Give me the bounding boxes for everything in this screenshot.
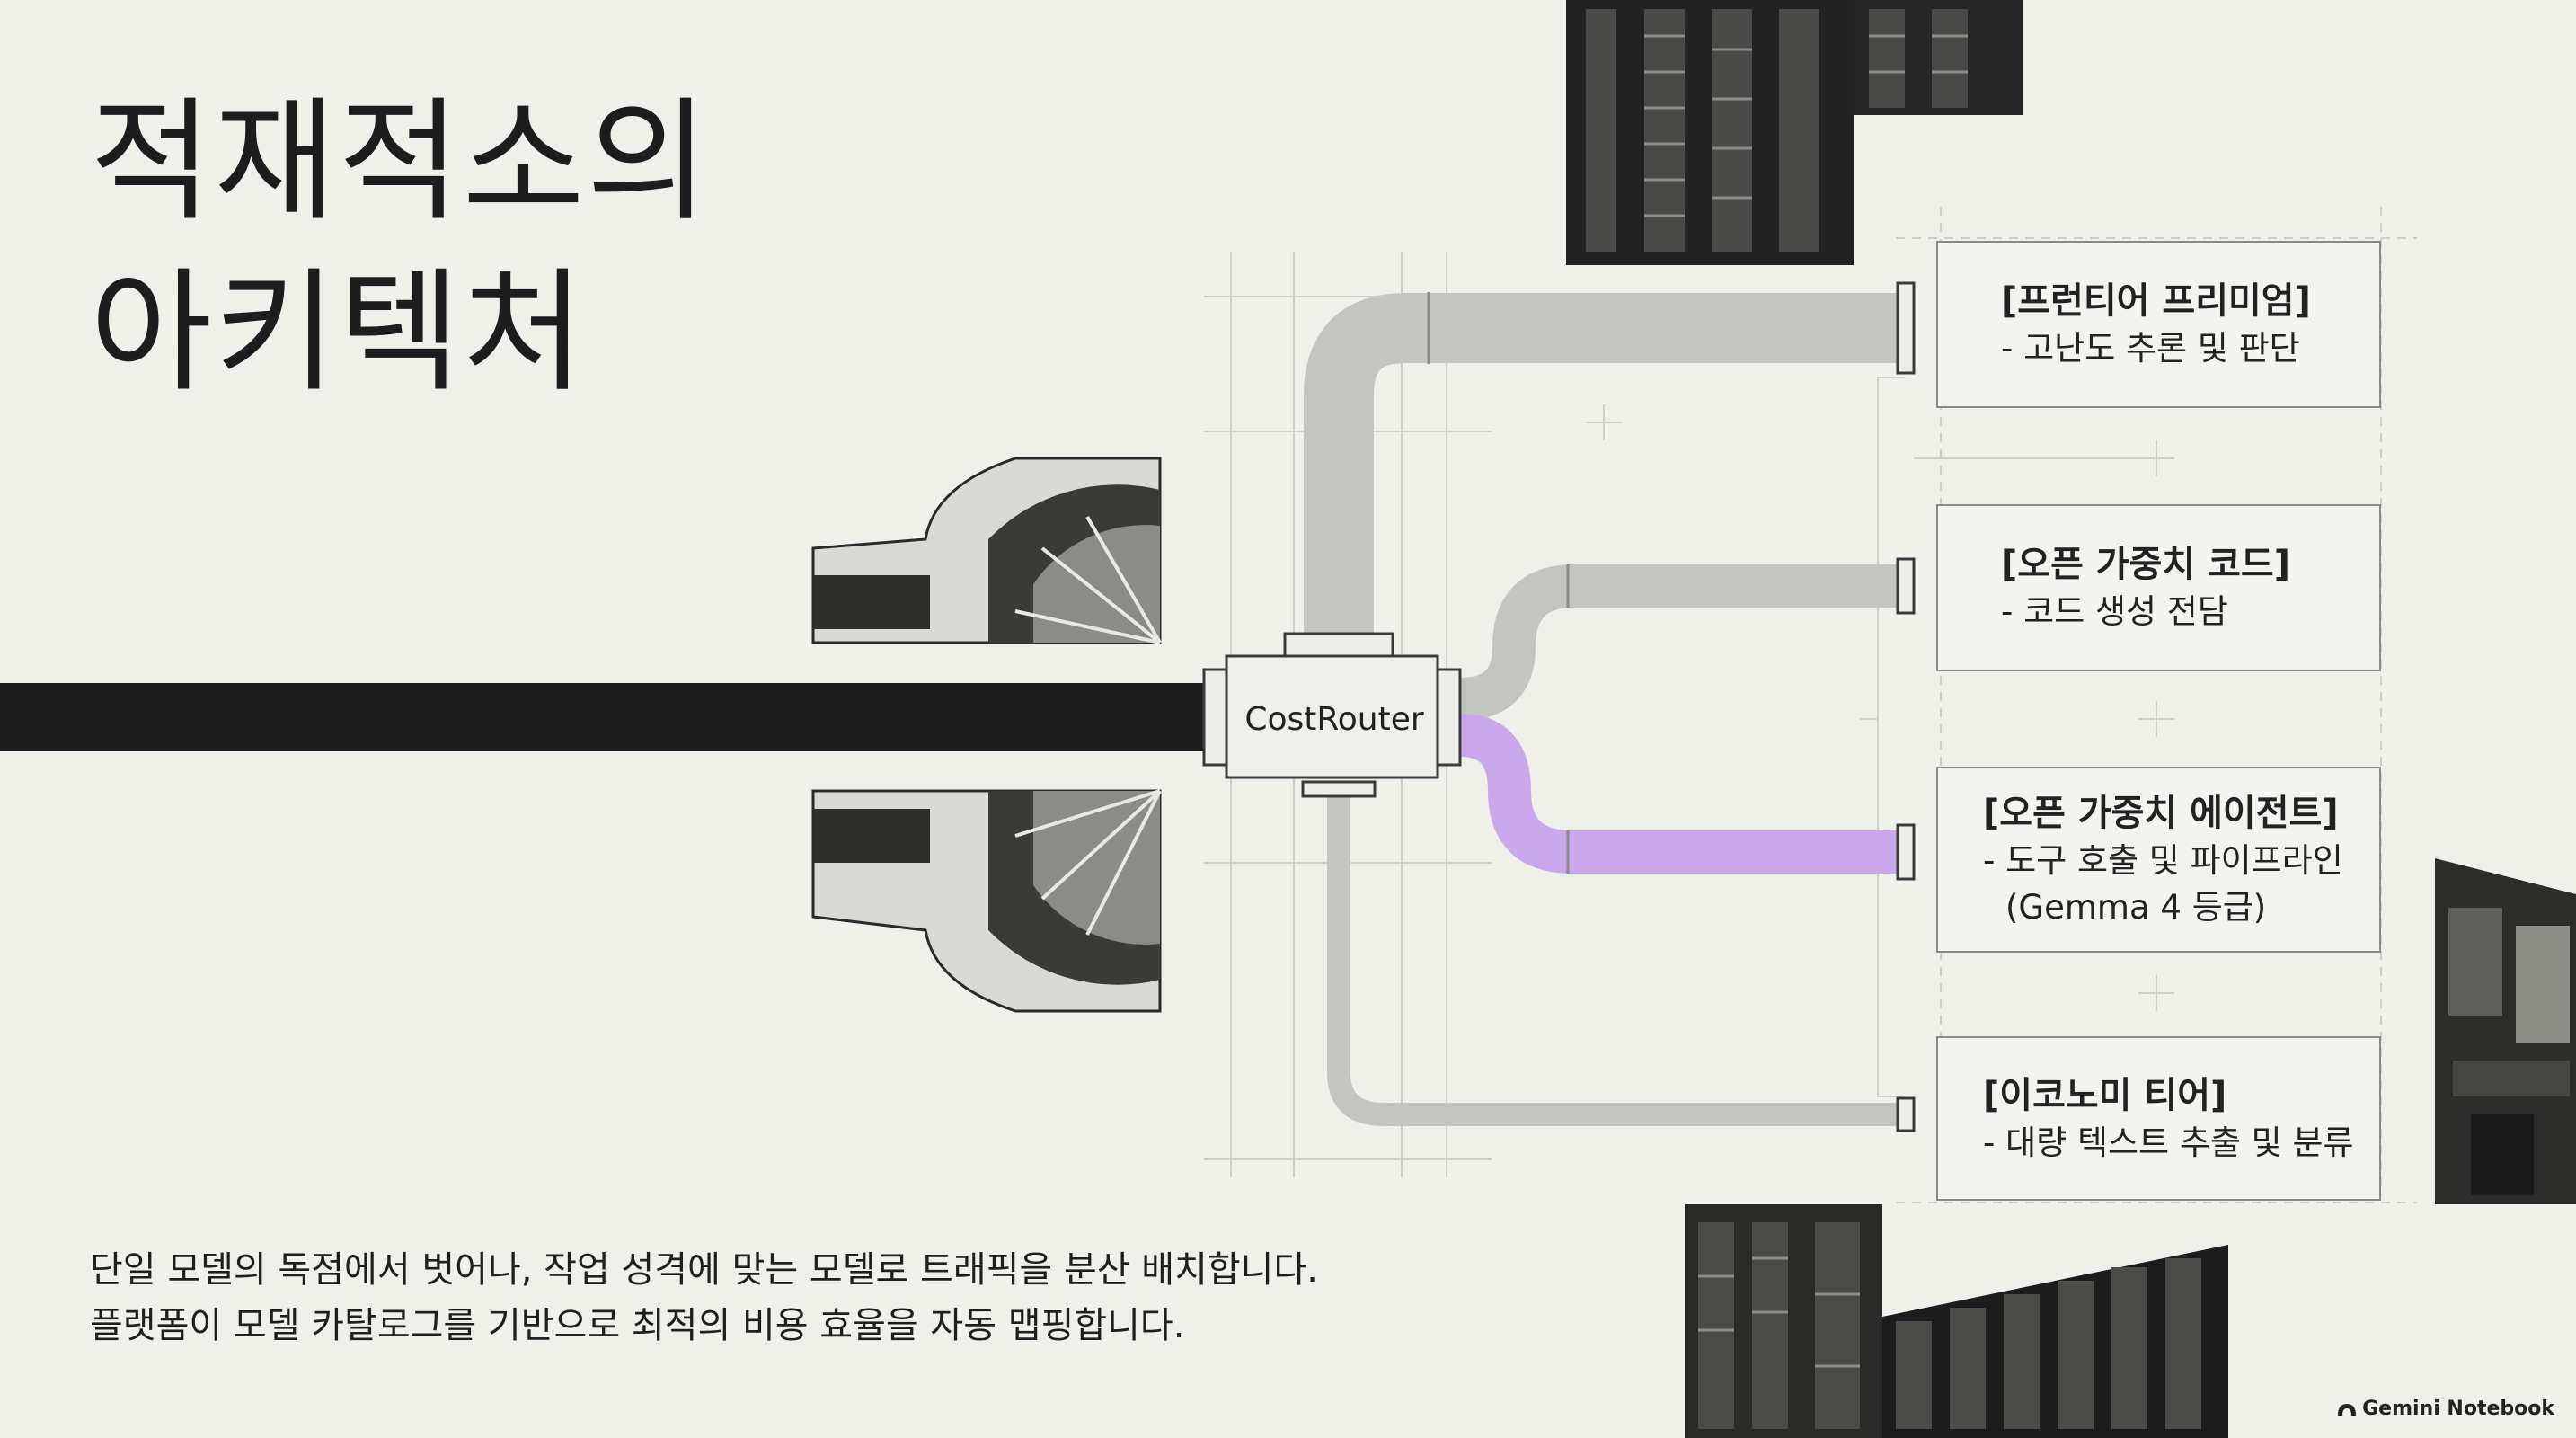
pipe-flanges [1202,281,1916,1132]
tier-box-economy: [이코노미 티어] - 대량 텍스트 추출 및 분류 [1936,1036,2381,1201]
tier-box-agent: [오픈 가중치 에이전트] - 도구 호출 및 파이프라인 (Gemma 4 등… [1936,767,2381,953]
pipe-economy [1327,782,1909,1126]
tier-box-code: [오픈 가중치 코드] - 코드 생성 전담 [1936,504,2381,671]
turbine-cutaway-illustration [811,457,1162,1013]
description-text: 단일 모델의 독점에서 벗어나, 작업 성격에 맞는 모델로 트래픽을 분산 배… [90,1242,1318,1354]
watermark-text: Gemini Notebook [2362,1398,2554,1420]
notebook-logo-icon [2338,1403,2357,1416]
output-pipes [1304,293,1909,1126]
pipe-premium [1304,293,1909,634]
title-line-1: 적재적소의 [90,84,711,239]
tier-title-economy: [이코노미 티어] [1983,1074,2227,1116]
tier-desc-agent-2: (Gemma 4 등급) [2005,887,2267,927]
server-racks-bottom-photo [1685,1204,2228,1438]
tier-title-agent: [오픈 가중치 에이전트] [1983,792,2339,834]
tier-title-premium: [프런티어 프리미엄] [2001,280,2311,322]
tier-desc-code-1: - 코드 생성 전담 [2001,592,2228,631]
control-console-photo [2435,858,2576,1204]
tier-desc-agent-1: - 도구 호출 및 파이프라인 [1983,840,2343,880]
description-line-2: 플랫폼이 모델 카탈로그를 기반으로 최적의 비용 효율을 자동 맵핑합니다. [90,1305,1185,1346]
title-line-2: 아키텍처 [90,255,587,410]
cost-router-label: CostRouter [1244,701,1424,738]
pipe-agent [1458,714,1909,874]
input-pipe [0,683,1204,751]
page-title: 적재적소의 아키텍처 [90,76,711,418]
pipe-code [1459,564,1909,721]
tier-desc-economy-1: - 대량 텍스트 추출 및 분류 [1983,1123,2354,1162]
cost-router [1225,654,1439,779]
tier-box-premium: [프런티어 프리미엄] - 고난도 추론 및 판단 [1936,241,2381,408]
tier-desc-premium-1: - 고난도 추론 및 판단 [2001,329,2300,368]
server-rack-photo [1566,0,2023,265]
watermark: Gemini Notebook [2337,1398,2554,1420]
description-line-1: 단일 모델의 독점에서 벗어나, 작업 성격에 맞는 모델로 트래픽을 분산 배… [90,1249,1318,1291]
tier-title-code: [오픈 가중치 코드] [2001,544,2291,585]
